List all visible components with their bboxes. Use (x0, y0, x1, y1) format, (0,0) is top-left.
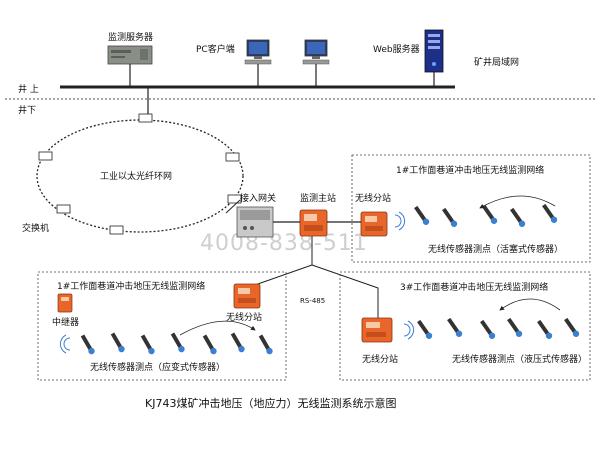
repeater-label: 中继器 (52, 316, 79, 328)
relay-arrow-bottom-right (499, 298, 561, 311)
relay-arrow-bottom-left (179, 320, 256, 336)
network-bottom-right-title: 3#工作面巷道冲击地压无线监测网络 (400, 281, 548, 293)
network-bottom-left-sensor-label: 无线传感器测点（应变式传感器） (90, 361, 225, 373)
wireless-signal-icon-bl (59, 334, 71, 354)
web-server-label: Web服务器 (373, 43, 420, 55)
network-bottom-left-title: 1#工作面巷道冲击地压无线监测网络 (57, 280, 205, 292)
rs485-line-right (311, 264, 379, 318)
hydraulic-sensor-2 (447, 317, 463, 337)
wireless-substation-label: 无线分站 (355, 192, 391, 204)
lan-label: 矿井局域网 (474, 56, 519, 68)
network-top-right-sensor-label: 无线传感器测点（活塞式传感器） (428, 243, 563, 255)
substation-bottom-right-label: 无线分站 (362, 353, 398, 365)
monitor-server-label: 监测服务器 (108, 31, 153, 43)
piston-sensor-1 (414, 205, 430, 225)
gateway-icon (236, 206, 274, 238)
strain-sensor-group (80, 332, 273, 355)
wireless-substation-icon (360, 211, 388, 237)
ring-node-top (138, 113, 153, 123)
main-station-icon (299, 209, 328, 237)
strain-sensor-3 (140, 334, 155, 355)
monitor-server-icon (107, 45, 153, 65)
strain-sensor-2 (110, 332, 125, 353)
rs485-label: RS-485 (300, 297, 325, 305)
below-ground-label: 井下 (18, 104, 36, 116)
ring-node-right (225, 152, 240, 162)
substation-bottom-left-label: 无线分站 (226, 311, 262, 323)
ring-label: 工业以太光纤环网 (100, 170, 172, 182)
diagram-caption: KJ743煤矿冲击地压（地应力）无线监测系统示意图 (145, 396, 396, 410)
strain-sensor-6 (230, 332, 245, 353)
web-server-icon (424, 29, 444, 73)
ring-node-bottom-left (56, 204, 71, 214)
piston-sensor-2 (442, 207, 458, 227)
substation-bottom-left-icon (233, 283, 261, 309)
network-bottom-right-box (339, 271, 591, 381)
repeater-icon (57, 293, 73, 313)
strain-sensor-4 (170, 332, 185, 353)
piston-sensor-group (414, 203, 558, 227)
strain-sensor-7 (258, 334, 273, 355)
pc-client-icon-2 (302, 39, 330, 65)
gateway-label: 接入网关 (240, 192, 276, 204)
watermark: 4008-838-511 (200, 231, 368, 256)
switch-label: 交换机 (22, 222, 49, 234)
wireless-signal-icon-br (403, 320, 415, 340)
network-bottom-right-sensor-label: 无线传感器测点（液压式传感器） (452, 353, 587, 365)
above-ground-label: 井 上 (18, 83, 39, 95)
hydraulic-sensor-1 (417, 319, 433, 339)
hydraulic-sensor-6 (564, 317, 580, 337)
fiber-ring (36, 119, 244, 233)
hydraulic-sensor-5 (537, 319, 553, 339)
pc-client-icon (244, 39, 272, 65)
hydraulic-sensor-3 (480, 319, 496, 339)
pc-client-label: PC客户端 (196, 43, 235, 55)
ring-node-bottom-right (227, 194, 242, 204)
piston-sensor-4 (510, 207, 526, 227)
hydraulic-sensor-4 (507, 317, 523, 337)
network-bottom-left-box (37, 271, 287, 381)
hydraulic-sensor-group (417, 317, 580, 339)
strain-sensor-1 (80, 334, 95, 355)
piston-sensor-3 (482, 204, 498, 224)
piston-sensor-5 (542, 203, 558, 223)
network-top-right-title: 1#工作面巷道冲击地压无线监测网络 (396, 164, 544, 176)
strain-sensor-5 (202, 334, 217, 355)
network-top-right-box (351, 154, 591, 263)
wireless-signal-icon (394, 211, 406, 231)
ring-node-left (38, 151, 53, 161)
relay-arrow-top-right (479, 195, 556, 209)
ring-node-bottom (109, 225, 124, 235)
ring-to-gateway-line (225, 199, 241, 214)
main-station-label: 监测主站 (300, 192, 336, 204)
substation-bottom-right-icon (361, 317, 393, 343)
